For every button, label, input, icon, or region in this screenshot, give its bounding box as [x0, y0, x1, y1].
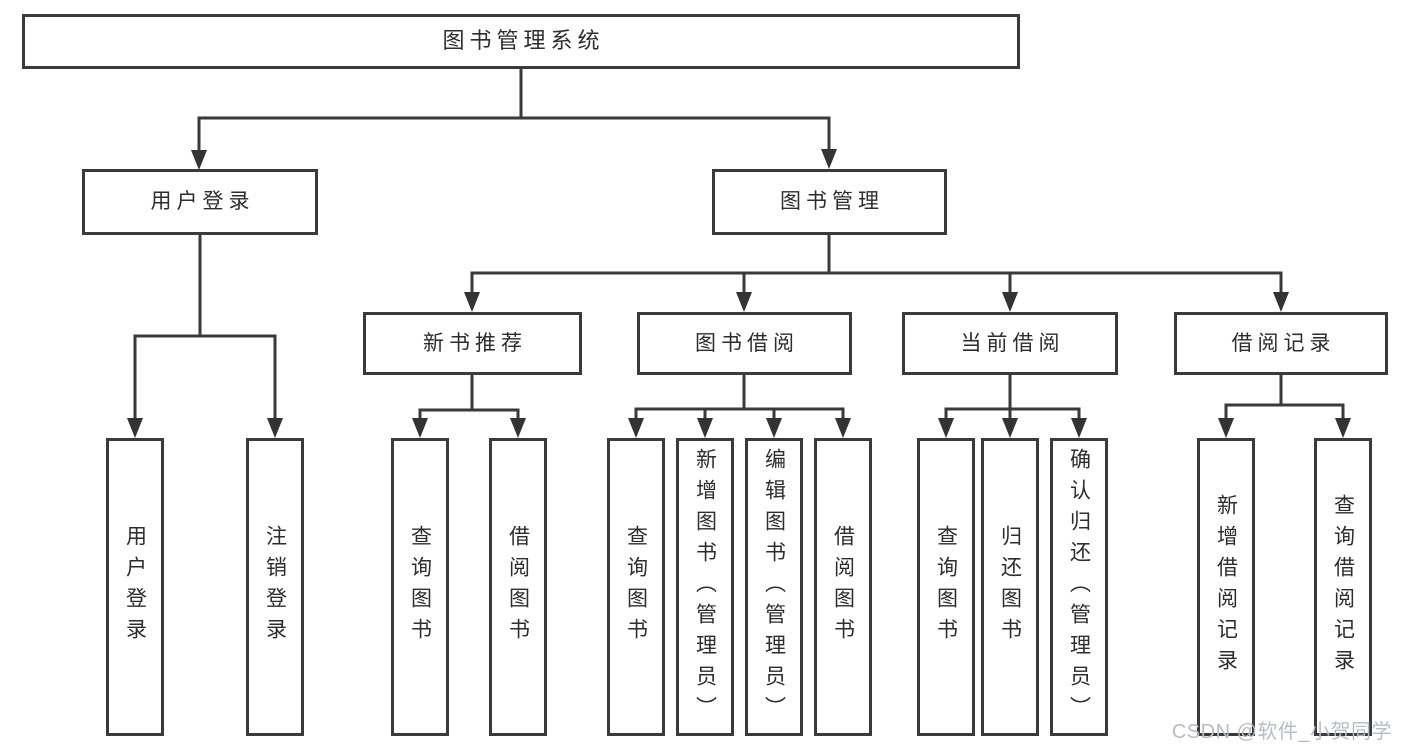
arrowheads: [127, 149, 1351, 438]
connector-root-to-level2: [197, 69, 831, 152]
node-new-book-recommend: 新书推荐: [363, 312, 582, 375]
node-label: 图书管理系统: [442, 28, 605, 54]
leaf-borrowing-edit-books-admin: 编辑图书（管理员）: [745, 438, 803, 736]
arrowhead: [267, 418, 283, 438]
node-label: 用户登录: [150, 190, 255, 214]
arrowhead: [821, 149, 837, 169]
arrowhead: [736, 292, 752, 312]
node-user-login: 用户登录: [82, 169, 318, 235]
connector-current-borrowing-to-leaves: [944, 375, 1081, 420]
leaf-current-confirm-return-admin: 确认归还（管理员）: [1050, 438, 1108, 736]
connector-new-book-recommend-to-leaves: [418, 375, 520, 420]
node-label: 注销登录: [263, 525, 287, 649]
node-label: 归还图书: [998, 525, 1022, 649]
connector-book-borrowing-to-leaves: [634, 375, 845, 420]
leaf-current-query-books: 查询图书: [917, 438, 975, 736]
arrowhead: [127, 418, 143, 438]
node-label: 查询图书: [408, 525, 432, 649]
leaf-current-return-books: 归还图书: [981, 438, 1039, 736]
node-label: 查询借阅记录: [1331, 494, 1355, 680]
arrowhead: [835, 418, 851, 438]
arrowhead: [1002, 292, 1018, 312]
node-label: 查询图书: [624, 525, 648, 649]
node-current-borrowing: 当前借阅: [902, 312, 1118, 375]
node-label: 编辑图书（管理员）: [762, 447, 786, 727]
arrowhead: [1218, 418, 1234, 438]
node-label: 借阅图书: [506, 525, 530, 649]
leaf-records-query-record: 查询借阅记录: [1314, 438, 1372, 736]
node-root-library-management-system: 图书管理系统: [22, 14, 1020, 69]
arrowhead: [1273, 292, 1289, 312]
arrowhead: [1002, 418, 1018, 438]
node-label: 借阅图书: [831, 525, 855, 649]
csdn-watermark: CSDN @软件_小贺同学: [1171, 721, 1392, 743]
node-label: 新增图书（管理员）: [693, 447, 717, 727]
leaf-borrowing-query-books: 查询图书: [607, 438, 665, 736]
leaf-user-login: 用户登录: [106, 438, 164, 736]
node-label: 借阅记录: [1231, 331, 1336, 355]
node-borrowing-records: 借阅记录: [1174, 312, 1388, 375]
leaf-borrowing-borrow-books: 借阅图书: [814, 438, 872, 736]
leaf-logout: 注销登录: [246, 438, 304, 736]
node-book-management: 图书管理: [712, 169, 947, 235]
node-label: 新书推荐: [423, 331, 527, 355]
leaf-recommend-borrow-books: 借阅图书: [489, 438, 547, 736]
node-label: 查询图书: [934, 525, 958, 649]
arrowhead: [412, 418, 428, 438]
node-label: 图书管理: [780, 190, 884, 214]
arrowhead: [510, 418, 526, 438]
arrowhead: [766, 418, 782, 438]
node-label: 图书借阅: [695, 331, 799, 355]
leaf-borrowing-add-books-admin: 新增图书（管理员）: [676, 438, 734, 736]
node-label: 确认归还（管理员）: [1067, 447, 1091, 727]
arrowhead: [1071, 418, 1087, 438]
arrowhead: [938, 418, 954, 438]
arrowhead: [628, 418, 644, 438]
connector-user-login-to-leaves: [133, 235, 277, 420]
node-label: 当前借阅: [960, 331, 1065, 355]
leaf-recommend-query-books: 查询图书: [391, 438, 449, 736]
node-label: 新增借阅记录: [1214, 494, 1238, 680]
connector-borrowing-records-to-leaves: [1224, 375, 1345, 420]
arrowhead: [191, 150, 207, 170]
node-book-borrowing: 图书借阅: [637, 312, 852, 375]
connector-book-management-to-level3: [470, 235, 1283, 294]
arrowhead: [1335, 418, 1351, 438]
leaf-records-add-record: 新增借阅记录: [1197, 438, 1255, 736]
arrowhead: [697, 418, 713, 438]
arrowhead: [464, 292, 480, 312]
node-label: 用户登录: [123, 525, 147, 649]
